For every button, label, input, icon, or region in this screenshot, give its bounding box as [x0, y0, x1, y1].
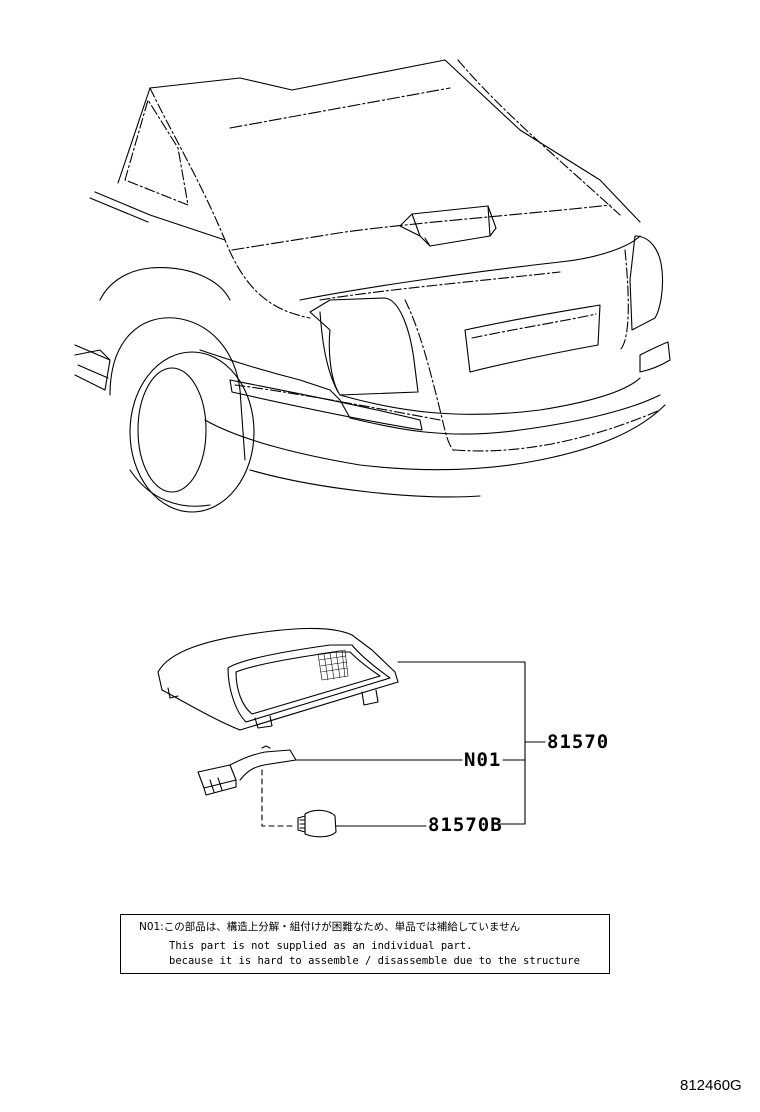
note-box: N01:この部品は、構造上分解・組付けが困難なため、単品では補給していません T…: [120, 914, 610, 974]
part-number-n01: N01: [464, 749, 502, 771]
note-english-line-2: because it is hard to assemble / disasse…: [169, 955, 580, 967]
bulb-dashed-leader: [262, 770, 296, 826]
leader-lines: [296, 662, 545, 826]
part-number-81570: 81570: [547, 731, 610, 753]
illustration-reference-code: 812460G: [680, 1077, 742, 1094]
note-japanese-text: N01:この部品は、構造上分解・組付けが困難なため、単品では補給していません: [139, 921, 521, 933]
socket-wire-harness: [198, 746, 296, 795]
bulb: [298, 810, 336, 836]
note-english-line-1: This part is not supplied as an individu…: [169, 940, 473, 952]
car-rear-illustration: [75, 60, 670, 512]
high-mount-stop-lamp-assembly: [158, 628, 398, 730]
part-number-81570b: 81570B: [428, 814, 503, 836]
